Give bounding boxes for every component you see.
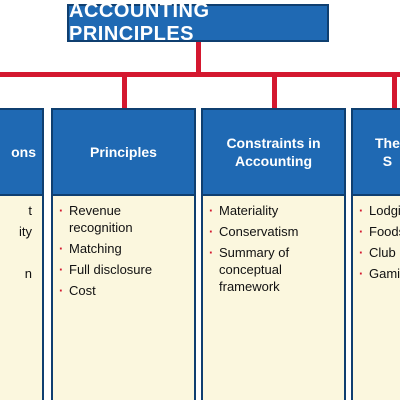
bullet-icon: · bbox=[209, 224, 214, 239]
column-heading-text: Principles bbox=[90, 144, 157, 160]
list-item: ·Materiality bbox=[209, 203, 279, 218]
connector-horizontal bbox=[0, 72, 400, 77]
list-item: ·Full disclosure bbox=[59, 262, 153, 277]
bullet-icon: · bbox=[359, 224, 364, 239]
column-sectors: The S ·Lodgi ·Foods ·Club ·Gami bbox=[351, 108, 400, 400]
bullet-icon: · bbox=[359, 245, 364, 260]
title-box: ACCOUNTING PRINCIPLES bbox=[67, 0, 329, 45]
bullet-icon: · bbox=[59, 203, 64, 218]
diagram-title: ACCOUNTING PRINCIPLES bbox=[69, 0, 210, 45]
list-item: t bbox=[28, 203, 32, 218]
bullet-icon: · bbox=[209, 245, 214, 260]
list-item: ity bbox=[19, 224, 32, 239]
column-heading-text: ons bbox=[11, 144, 36, 160]
bullet-icon: · bbox=[59, 283, 64, 298]
bullet-icon: · bbox=[59, 262, 64, 277]
list-item: ·Summary of conceptual framework bbox=[209, 245, 290, 294]
bullet-icon: · bbox=[359, 203, 364, 218]
column-principles: Principles ·Revenue recognition ·Matchin… bbox=[51, 108, 196, 400]
column-heading: Principles bbox=[53, 110, 194, 196]
list-item: ·Club bbox=[359, 245, 396, 260]
bullet-icon: · bbox=[209, 203, 214, 218]
bullet-icon: · bbox=[359, 266, 364, 281]
bullet-icon: · bbox=[59, 241, 64, 256]
connector-vertical-top bbox=[196, 42, 201, 76]
column-heading-text: The S bbox=[375, 135, 400, 169]
connector-drop-1 bbox=[122, 72, 127, 109]
list-item: ·Foods bbox=[359, 224, 400, 239]
connector-drop-3 bbox=[392, 72, 397, 109]
column-heading-text: Constraints in Accounting bbox=[226, 135, 321, 169]
list-item: ·Revenue recognition bbox=[59, 203, 133, 235]
list-item: ·Conservatism bbox=[209, 224, 299, 239]
list-item: ·Gami bbox=[359, 266, 400, 281]
column-heading: The S bbox=[353, 110, 400, 196]
column-heading: ons bbox=[0, 110, 42, 196]
list-item: ·Cost bbox=[59, 283, 96, 298]
column-heading: Constraints in Accounting bbox=[203, 110, 344, 196]
column-constraints: Constraints in Accounting ·Materiality ·… bbox=[201, 108, 346, 400]
list-item: ·Lodgi bbox=[359, 203, 400, 218]
list-item bbox=[0, 244, 32, 261]
column-assumptions: ons t ity n bbox=[0, 108, 44, 400]
connector-drop-2 bbox=[272, 72, 277, 109]
list-item: ·Matching bbox=[59, 241, 122, 256]
list-item: n bbox=[24, 266, 32, 281]
